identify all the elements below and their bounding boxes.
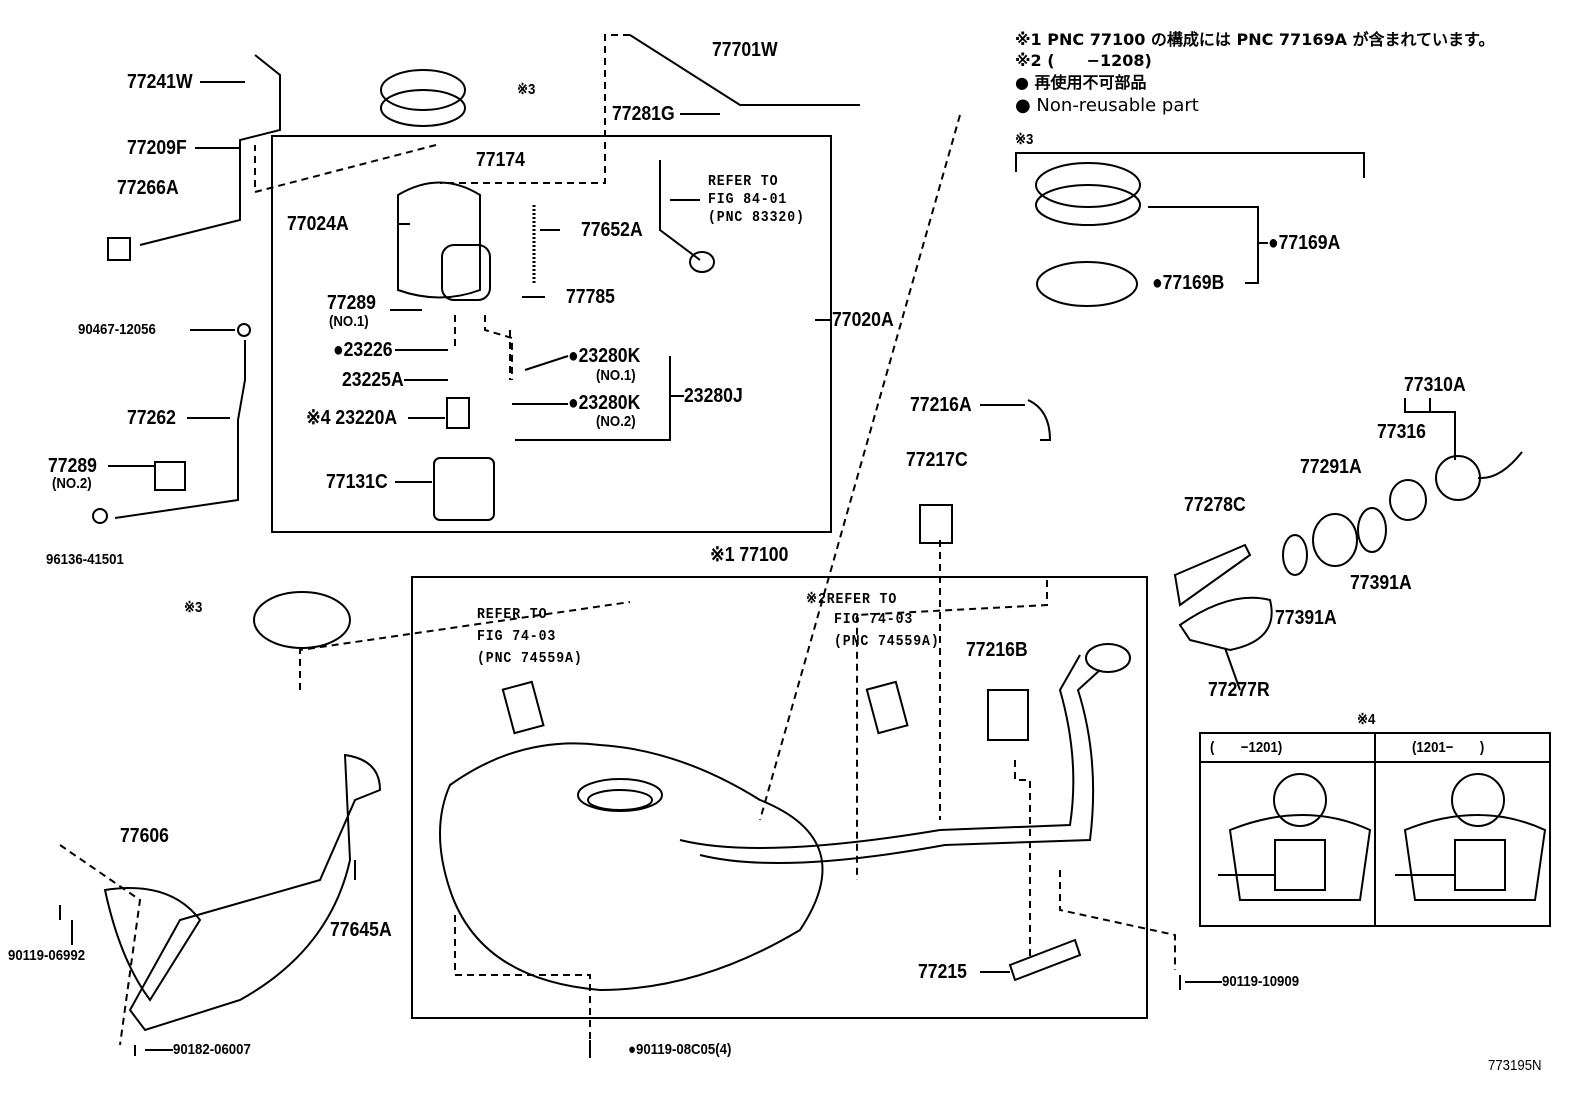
part-label[interactable]: 77215 [918, 961, 967, 983]
solid-leaders [71, 81, 1456, 1051]
part-label[interactable]: 90467-12056 [78, 321, 156, 338]
part-label[interactable]: 77289 [327, 292, 376, 314]
part-label[interactable]: 77391A [1350, 572, 1412, 594]
leader [1148, 206, 1268, 284]
refer-note: (PNC 74559A) [834, 633, 940, 650]
part-label[interactable]: 77289 [48, 455, 97, 477]
ref-mark: ※3 [517, 81, 536, 98]
part-label[interactable]: 77278C [1184, 494, 1246, 516]
part-shapes [59, 34, 1547, 1058]
note-2: ※2 ( −1208) [1015, 51, 1152, 70]
part-label[interactable]: 77281G [612, 103, 675, 125]
part-label[interactable]: 23225A [342, 369, 404, 391]
part-label[interactable]: 23280J [684, 385, 743, 407]
refer-note[interactable]: FIG 84-01 [708, 191, 788, 208]
part-label[interactable]: 77645A [330, 919, 392, 941]
ref-mark: ※4 [1357, 711, 1376, 728]
part-label[interactable]: ●23280K [568, 345, 641, 367]
note-1: ※1 PNC 77100 の構成には PNC 77169A が含まれています。 [1015, 30, 1495, 49]
figure-id: 773195N [1488, 1057, 1542, 1074]
part-label[interactable]: 77131C [326, 471, 388, 493]
dashed-leaders [59, 34, 1176, 1046]
refer-note: REFER TO [708, 173, 779, 190]
part-label[interactable]: ※4 23220A [306, 407, 398, 429]
part-label[interactable]: 77391A [1275, 607, 1337, 629]
table-header: ( −1201) [1210, 739, 1283, 756]
part-label[interactable]: 77652A [581, 219, 643, 241]
part-label[interactable]: 77216A [910, 394, 972, 416]
part-label[interactable]: 77701W [712, 39, 778, 61]
note-4: ● Non-reusable part [1015, 95, 1199, 116]
part-label[interactable]: 90119-06992 [8, 947, 86, 964]
pump-assembly-box [271, 135, 832, 533]
part-label[interactable]: 77217C [906, 449, 968, 471]
part-label[interactable]: 77020A [832, 309, 894, 331]
part-label[interactable]: 77291A [1300, 456, 1362, 478]
table-header: (1201− ) [1412, 739, 1485, 756]
ref-mark: ※3 [184, 599, 203, 616]
refer-note: (PNC 83320) [708, 209, 805, 226]
part-label[interactable]: ●77169A [1268, 232, 1341, 254]
part-label[interactable]: 96136-41501 [46, 551, 124, 568]
part-label[interactable]: 77310A [1404, 374, 1466, 396]
part-label[interactable]: 77209F [127, 137, 187, 159]
part-label[interactable]: 90182-06007 [173, 1041, 251, 1058]
bracket [1015, 152, 1365, 178]
refer-note: (PNC 74559A) [477, 650, 583, 667]
part-label[interactable]: 77024A [287, 213, 349, 235]
refer-note[interactable]: FIG 74-03 [834, 611, 914, 628]
part-label[interactable]: 77277R [1208, 679, 1270, 701]
part-label[interactable]: ●77169B [1152, 272, 1225, 294]
part-label[interactable]: 77785 [566, 286, 615, 308]
part-label[interactable]: 77606 [120, 825, 169, 847]
refer-note: REFER TO [477, 606, 548, 623]
tank-assembly-box [411, 576, 1148, 1019]
part-label[interactable]: 77262 [127, 407, 176, 429]
part-sublabel: (NO.2) [596, 413, 636, 430]
refer-note[interactable]: FIG 74-03 [477, 628, 557, 645]
ref-mark: ※3 [1015, 131, 1034, 148]
part-label[interactable]: 77316 [1377, 421, 1426, 443]
part-label[interactable]: ●90119-08C05(4) [628, 1041, 732, 1058]
part-sublabel: (NO.1) [596, 367, 636, 384]
part-label[interactable]: ●23280K [568, 392, 641, 414]
refer-note: ※2REFER TO [806, 591, 898, 608]
part-label[interactable]: 77174 [476, 149, 525, 171]
part-sublabel: (NO.1) [329, 313, 369, 330]
part-sublabel: (NO.2) [52, 475, 92, 492]
note-3: ● 再使用不可部品 [1015, 73, 1147, 92]
part-label[interactable]: ●23226 [333, 339, 393, 361]
part-label[interactable]: 77266A [117, 177, 179, 199]
part-label[interactable]: ※1 77100 [710, 544, 789, 566]
part-label[interactable]: 90119-10909 [1222, 973, 1300, 990]
part-label[interactable]: 77241W [127, 71, 193, 93]
part-label[interactable]: 77216B [966, 639, 1028, 661]
